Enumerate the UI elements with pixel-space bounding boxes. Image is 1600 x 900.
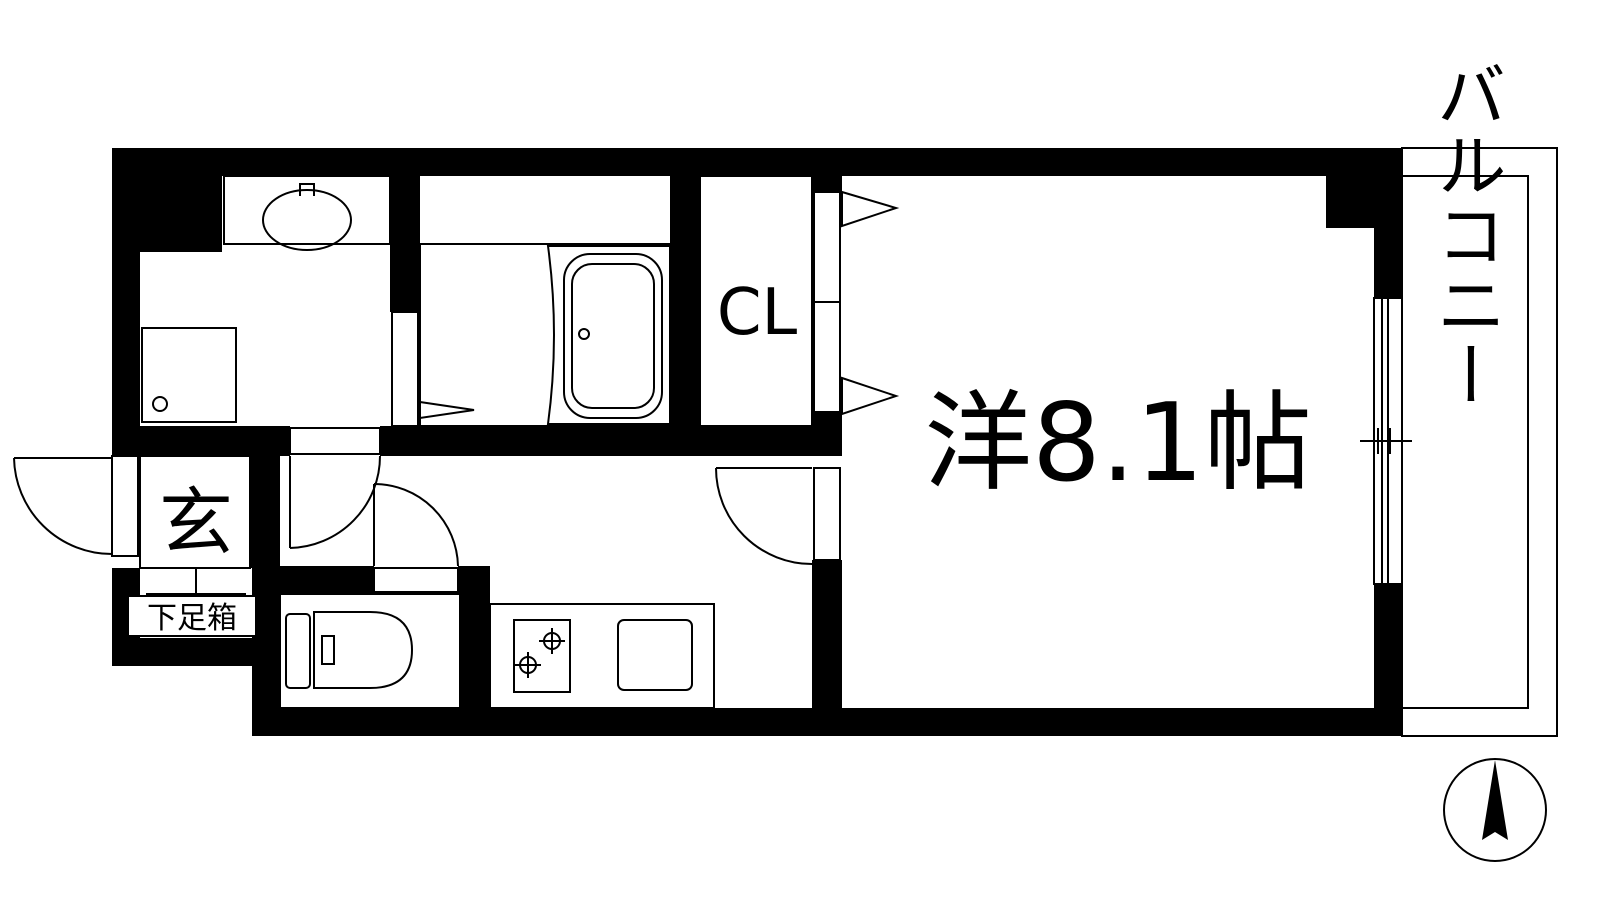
closet-door-upper[interactable] — [841, 190, 900, 228]
room-label-western: 洋8.1帖 — [924, 381, 1312, 506]
closet-door-lower[interactable] — [841, 376, 900, 416]
kitchen-sink — [617, 619, 693, 691]
washroom — [141, 175, 391, 423]
compass-north-icon — [1443, 758, 1547, 862]
entrance-door[interactable] — [13, 455, 139, 557]
sink-icon — [262, 183, 352, 251]
window[interactable] — [1360, 298, 1412, 584]
shoe-box — [127, 567, 257, 637]
toilet-door[interactable] — [373, 483, 459, 567]
room-label-closet: CL — [717, 276, 798, 350]
bath-door[interactable] — [419, 400, 475, 420]
stove-icon — [513, 619, 571, 693]
room-label-entrance: 玄 — [159, 480, 233, 566]
label-shoe-box: 下足箱 — [147, 601, 237, 636]
balcony — [1401, 147, 1558, 737]
room-label-balcony: バルコニー — [1425, 59, 1507, 409]
bathroom — [419, 243, 671, 427]
closet — [699, 175, 900, 427]
walls — [112, 148, 1402, 736]
washroom-door[interactable] — [289, 455, 381, 549]
toilet-room — [279, 483, 461, 709]
washer-icon — [141, 327, 237, 423]
room-door[interactable] — [715, 467, 813, 565]
vanity-counter — [223, 175, 391, 245]
entrance — [13, 455, 257, 637]
toilet-icon — [285, 611, 414, 689]
bathtub-icon — [546, 245, 671, 425]
kitchen — [489, 603, 715, 709]
